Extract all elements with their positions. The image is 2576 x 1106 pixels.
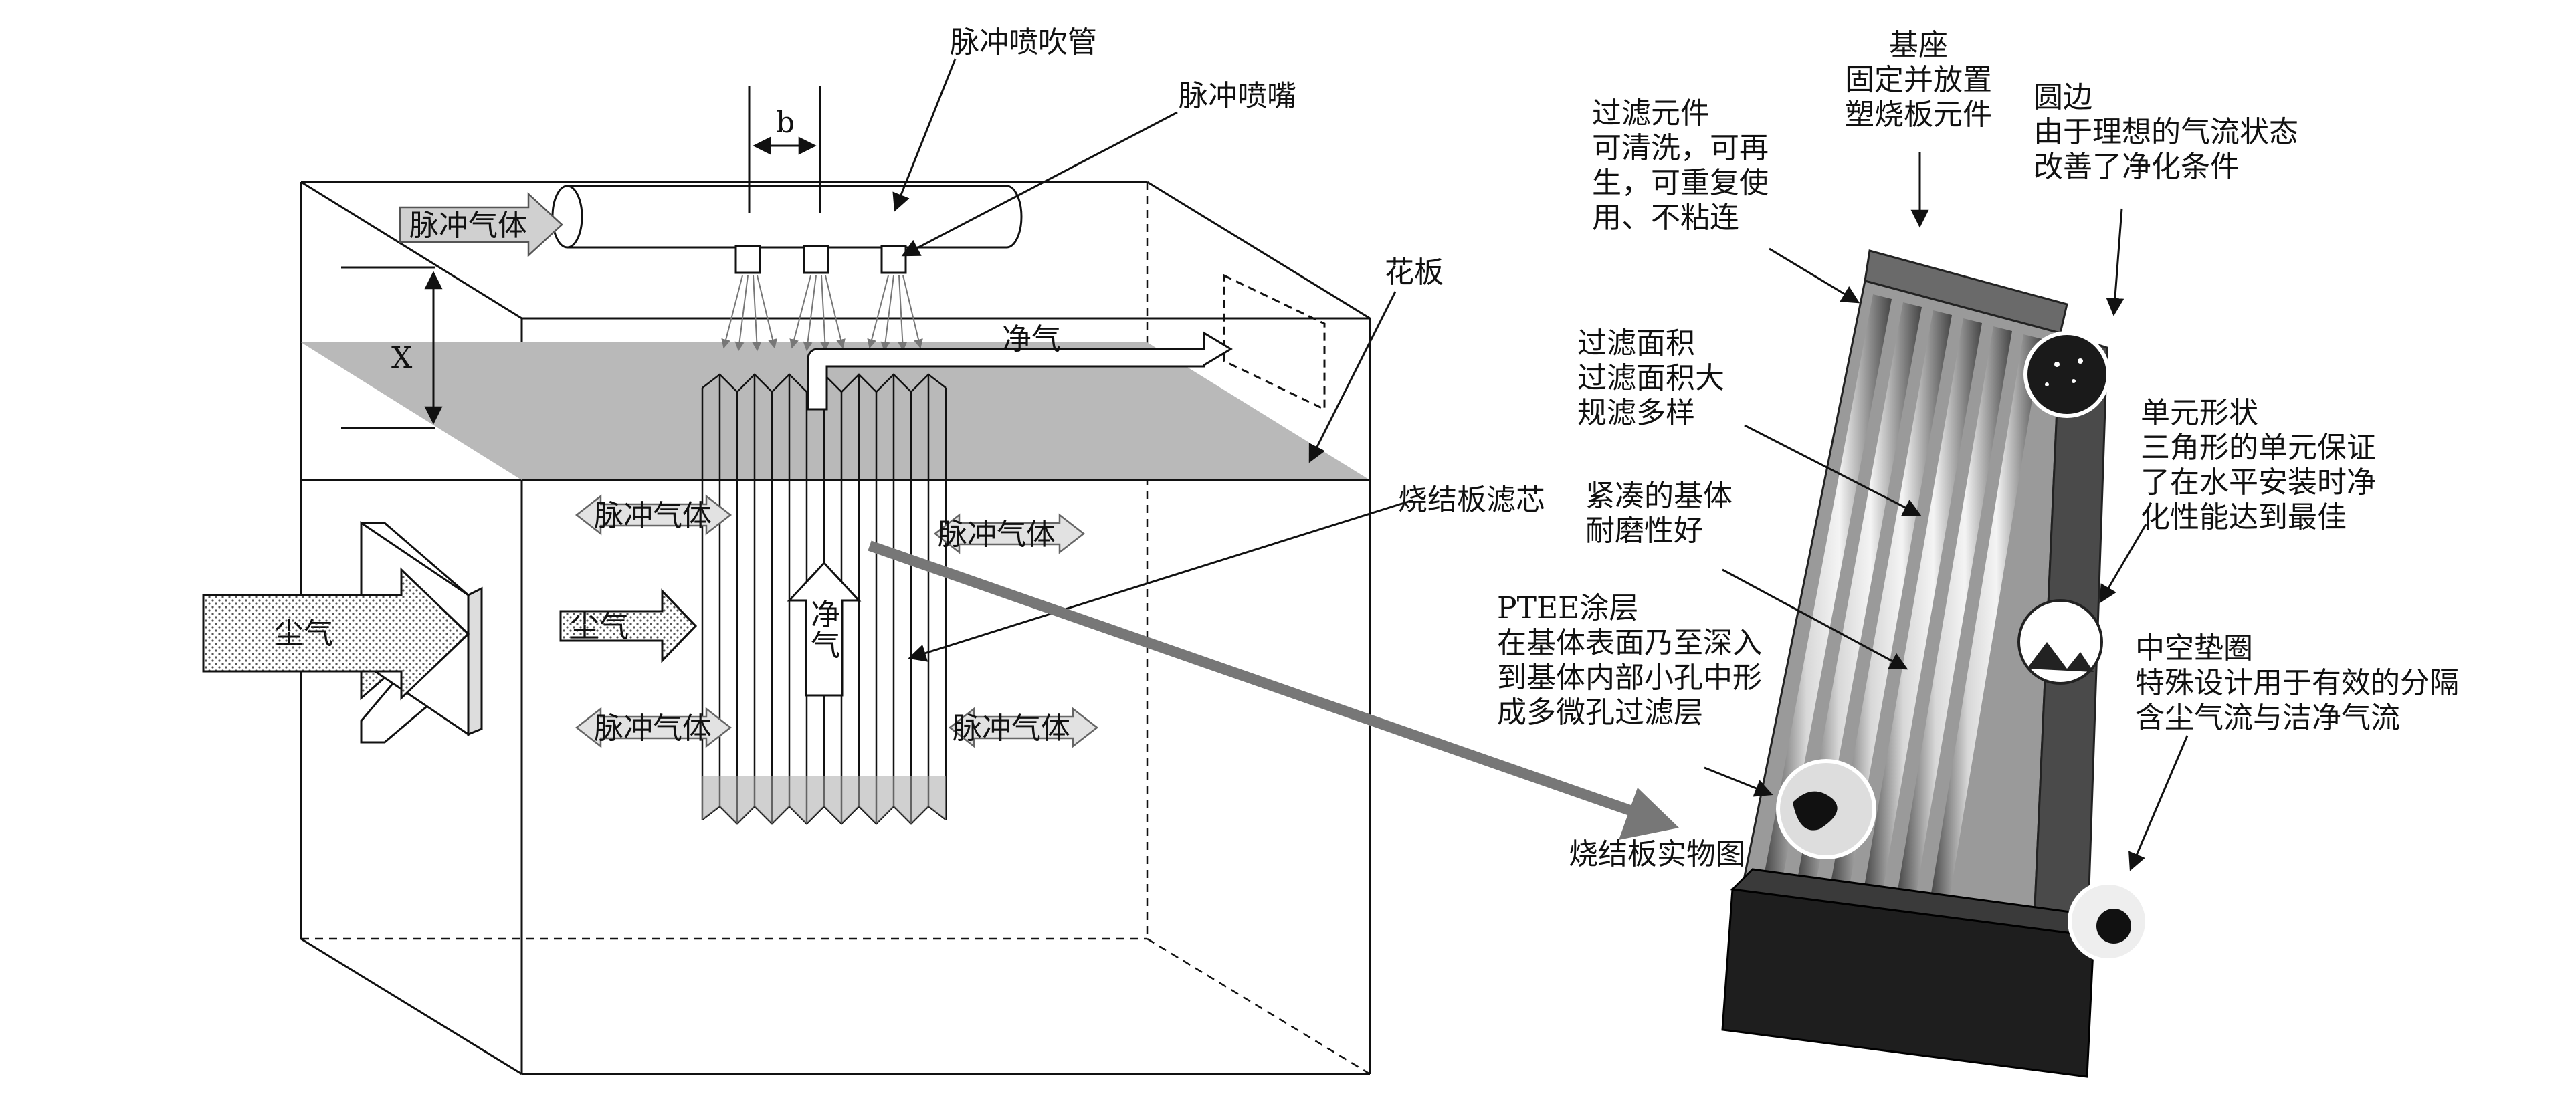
dimension-x [341,266,443,429]
annotation-hollow-gasket: 中空垫圈 特殊设计用于有效的分隔 含尘气流与洁净气流 [2135,631,2459,735]
dust-gas-arrow-inner [559,588,698,663]
dust-gas-outer-label: 尘气 [274,617,333,651]
nozzle-label: 脉冲喷嘴 [1179,79,1296,113]
pulse-pipe-label: 脉冲喷吹管 [950,25,1097,60]
svg-text:生，可重复使: 生，可重复使 [1592,166,1769,200]
filter-bottom-teeth [702,776,946,824]
pulse-gas-lower-right-label: 脉冲气体 [953,711,1070,746]
clean-gas-arrow-top [807,331,1233,411]
svg-text:基座: 基座 [1889,28,1948,62]
annotation-compact-body: 紧凑的基体 耐磨性好 [1585,479,1732,548]
link-arrow-to-photo [868,540,1679,840]
svg-text:三角形的单元保证: 三角形的单元保证 [2141,431,2376,465]
svg-text:单元形状: 单元形状 [2141,396,2258,430]
svg-text:圆边: 圆边 [2034,80,2092,114]
dust-gas-inner-label: 尘气 [570,610,629,644]
svg-text:可清洗，可再: 可清洗，可再 [1592,131,1769,165]
svg-text:紧凑的基体: 紧凑的基体 [1585,479,1732,513]
tube-sheet-label: 花板 [1385,255,1444,290]
svg-text:含尘气流与洁净气流: 含尘气流与洁净气流 [2135,701,2400,735]
dimension-x-label: X [391,341,413,375]
nozzle-spray [721,275,923,352]
svg-text:塑烧板元件: 塑烧板元件 [1845,98,1992,132]
svg-text:耐磨性好: 耐磨性好 [1585,514,1703,548]
outlet-window [1223,273,1326,411]
pulse-pipe [551,185,1023,249]
annotation-ptfe-coating: PTEE涂层 在基体表面乃至深入 到基体内部小孔中形 成多微孔过滤层 [1497,591,1762,730]
svg-text:化性能达到最佳: 化性能达到最佳 [2141,500,2347,534]
clean-gas-top-label: 净气 [1002,322,1061,356]
leader-lines-left [892,58,1413,662]
photo-caption: 烧结板实物图 [1569,837,1745,871]
pulse-gas-arrow-top [399,192,563,257]
svg-text:在基体表面乃至深入: 在基体表面乃至深入 [1497,626,1762,660]
dimension-b [748,86,821,213]
pulse-gas-upper-left-label: 脉冲气体 [594,499,712,533]
dust-gas-baffle [202,521,483,736]
svg-text:固定并放置: 固定并放置 [1845,63,1992,97]
pulse-gas-arrows-side [575,494,1099,748]
svg-text:特殊设计用于有效的分隔: 特殊设计用于有效的分隔 [2135,666,2459,700]
dimension-b-label: b [776,106,795,140]
annotation-unit-shape: 单元形状 三角形的单元保证 了在水平安装时净 化性能达到最佳 [2141,396,2376,534]
svg-text:用、不粘连: 用、不粘连 [1592,201,1739,235]
filter-element-core-label: 烧结板滤芯 [1398,483,1545,517]
svg-text:成多微孔过滤层: 成多微孔过滤层 [1497,695,1703,730]
pulse-gas-lower-left-label: 脉冲气体 [594,711,712,746]
tube-sheet-plate [301,342,1370,480]
detail-rounded-edge [2023,331,2110,418]
clean-gas-center-label-2: 气 [811,629,840,663]
pulse-gas-upper-right-label: 脉冲气体 [938,518,1056,552]
svg-text:中空垫圈: 中空垫圈 [2135,631,2253,665]
svg-text:到基体内部小孔中形: 到基体内部小孔中形 [1497,661,1762,695]
annotation-base: 基座 固定并放置 塑烧板元件 [1845,28,1992,132]
svg-text:过滤面积大: 过滤面积大 [1577,361,1724,395]
sintered-plate-photo [1721,249,2149,1078]
nozzles [734,245,907,274]
clean-gas-arrow-center [787,561,862,697]
housing-hidden-edges [301,182,1371,1075]
svg-text:过滤元件: 过滤元件 [1592,96,1710,130]
annotation-rounded-edge: 圆边 由于理想的气流状态 改善了净化条件 [2034,80,2298,184]
annotation-filter-element: 过滤元件 可清洗，可再 生，可重复使 用、不粘连 [1592,96,1769,235]
clean-gas-center-label-1: 净 [811,598,840,632]
svg-text:PTEE涂层: PTEE涂层 [1497,591,1638,625]
leader-lines-right [1704,152,2189,871]
svg-text:由于理想的气流状态: 由于理想的气流状态 [2034,115,2298,149]
svg-text:了在水平安装时净: 了在水平安装时净 [2141,465,2376,500]
annotation-filter-area: 过滤面积 过滤面积大 规滤多样 [1577,326,1724,430]
svg-text:改善了净化条件: 改善了净化条件 [2034,150,2240,184]
pulse-gas-top-label: 脉冲气体 [409,209,527,243]
svg-text:规滤多样: 规滤多样 [1577,396,1695,430]
svg-text:过滤面积: 过滤面积 [1577,326,1695,360]
